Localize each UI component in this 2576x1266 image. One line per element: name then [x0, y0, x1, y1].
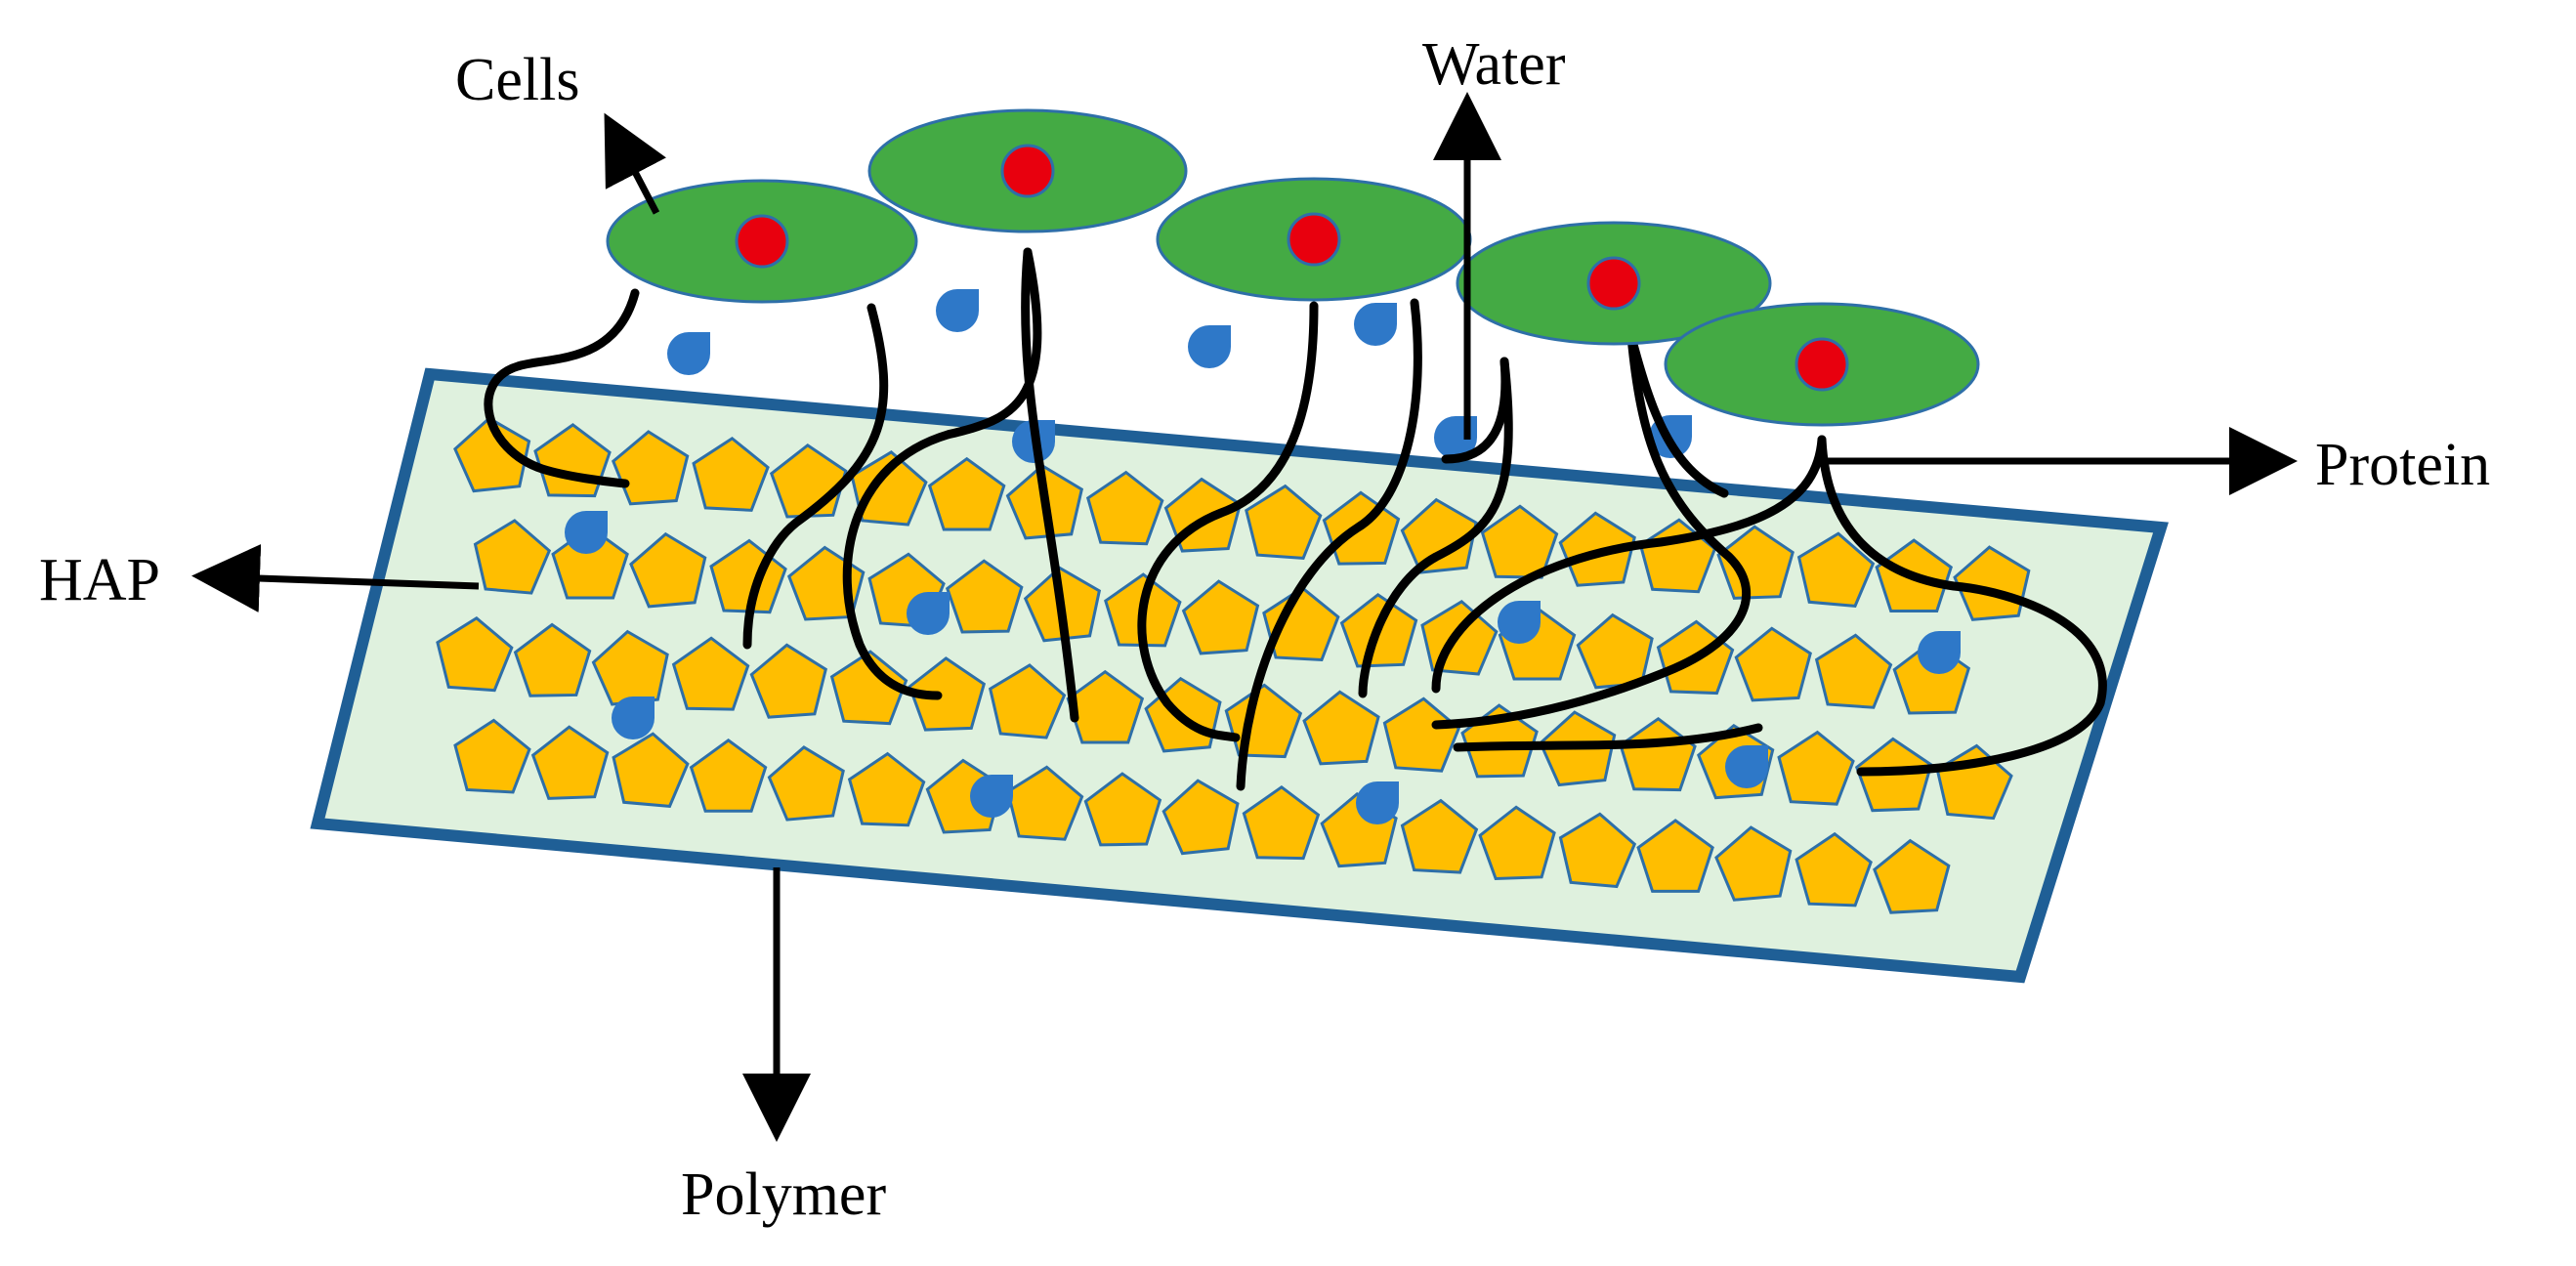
pentagon-icon: [1161, 779, 1240, 856]
water-drop-icon: [1498, 601, 1541, 644]
nucleus-dot-icon: [1795, 337, 1849, 392]
pentagon-icon: [530, 725, 610, 800]
pentagon-icon: [629, 531, 707, 609]
pentagon-icon: [453, 416, 531, 493]
pentagon-icon: [1478, 805, 1556, 880]
protein-strand: [742, 303, 889, 650]
pentagon-icon: [1400, 497, 1478, 574]
pentagon-icon: [1795, 831, 1873, 907]
protein-strand-layer: [484, 247, 2107, 791]
protein-strand: [1453, 723, 1763, 752]
protein-strand: [1137, 301, 1319, 742]
pentagon-icon: [927, 456, 1006, 531]
pentagon-icon: [1242, 784, 1321, 861]
pentagon-icon: [692, 437, 770, 512]
pentagon-icon: [1085, 470, 1164, 546]
protein-label: Protein: [2315, 432, 2490, 498]
pentagon-icon: [767, 745, 845, 822]
pentagon-icon: [671, 636, 750, 711]
cells-label: Cells: [455, 47, 579, 113]
protein-strand: [1021, 247, 1079, 723]
nucleus-dot-icon: [1000, 144, 1055, 198]
nucleus-dot-icon: [735, 214, 789, 269]
pentagon-icon: [473, 519, 552, 595]
hap-label: HAP: [39, 547, 160, 613]
pentagon-icon: [1302, 690, 1380, 766]
cell: [606, 179, 918, 304]
pentagon-icon: [1083, 772, 1162, 847]
protein-strand: [1441, 357, 1510, 464]
pentagon-icon: [908, 656, 987, 732]
cells-arrow: [604, 112, 666, 215]
water-drop-icon: [612, 696, 655, 739]
pentagon-icon: [749, 643, 828, 719]
pentagon-icon: [1777, 730, 1855, 806]
protein-strand: [1817, 435, 2107, 777]
pentagon-icon: [1636, 819, 1714, 893]
water-drop-icon: [1356, 781, 1399, 824]
water-drop-icon: [1188, 325, 1231, 368]
nucleus-dot-icon: [1586, 256, 1641, 311]
water-drop-icon: [936, 289, 979, 332]
water-drop-icon: [907, 592, 950, 635]
protein-strand: [1626, 332, 1729, 498]
cell: [1664, 302, 1980, 427]
pentagon-icon: [1262, 586, 1340, 662]
water-droplet-layer: [565, 289, 1961, 824]
water-drop-icon: [970, 775, 1013, 818]
protein-strand: [1431, 435, 1827, 694]
water-drop-icon: [565, 511, 608, 554]
protein-strand: [1358, 357, 1513, 698]
nucleus-dot-icon: [1287, 212, 1341, 267]
pentagon-icon: [1400, 798, 1479, 874]
pentagon-icon: [612, 732, 690, 808]
pentagon-icon: [1714, 825, 1793, 902]
pentagon-icon: [1796, 531, 1876, 608]
protein-strand: [484, 288, 640, 488]
pentagon-icon: [1814, 633, 1893, 709]
pentagon-icon: [689, 738, 768, 813]
pentagon-icon: [611, 430, 690, 506]
pentagon-icon: [988, 663, 1067, 739]
hap-arrow: [191, 544, 480, 612]
protein-strand: [1431, 332, 1751, 730]
water-drop-icon: [1725, 745, 1768, 788]
water-drop-icon: [667, 332, 710, 375]
pentagon-icon: [1558, 812, 1637, 889]
pentagon-icon: [847, 751, 926, 827]
pentagon-icon: [945, 559, 1024, 634]
pentagon-icon: [1245, 484, 1323, 560]
pentagon-icon: [513, 622, 592, 697]
pentagon-icon: [1873, 838, 1951, 914]
polymer-label: Polymer: [681, 1161, 886, 1228]
pentagon-icon: [1480, 504, 1559, 579]
cell-layer: [606, 108, 1980, 427]
pentagon-icon: [436, 615, 514, 693]
pentagon-icon: [1181, 579, 1260, 655]
water-drop-icon: [1354, 303, 1397, 346]
water-label: Water: [1422, 31, 1566, 98]
pentagon-icon: [1734, 626, 1812, 702]
pentagon-icon: [453, 718, 531, 794]
pentagon-icon: [1005, 765, 1084, 841]
cell: [1156, 177, 1472, 302]
cell: [1456, 221, 1772, 346]
water-drop-icon: [1918, 631, 1961, 674]
cell: [867, 108, 1188, 233]
pentagon-icon: [829, 650, 908, 726]
protein-strand: [1236, 298, 1422, 791]
